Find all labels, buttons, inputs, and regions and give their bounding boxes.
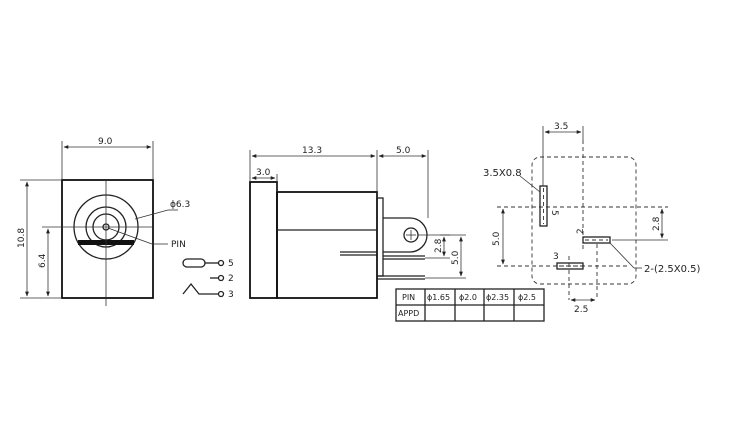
side-view: 13.3 5.0 3.0 2.8 5.0 — [249, 146, 466, 299]
table-header-165: ϕ1.65 — [427, 293, 450, 302]
pad-2 — [582, 236, 611, 244]
schematic-pin-5: 5 — [228, 259, 234, 269]
pin-schematic: 5 2 3 — [182, 258, 234, 300]
pcb-bottom-dim: 2.5 — [574, 305, 588, 315]
front-width-dim: 9.0 — [98, 137, 113, 147]
pad-3 — [556, 262, 584, 270]
table-header-25: ϕ2.5 — [518, 293, 536, 302]
side-tab-hole-dim: 2.8 — [434, 238, 444, 253]
table-header-20: ϕ2.0 — [459, 293, 477, 302]
front-height-dim: 10.8 — [17, 228, 27, 248]
schematic-pin-3: 3 — [228, 290, 234, 300]
front-view: 9.0 10.8 6.4 ϕ6.3 PIN — [17, 137, 190, 306]
pad-2-label: 2 — [576, 228, 586, 234]
pad-5 — [539, 185, 548, 227]
pad-5-label: 5 — [549, 210, 559, 216]
pin-label: PIN — [171, 240, 186, 250]
pad-3-label: 3 — [553, 252, 559, 262]
side-tab-dim: 5.0 — [396, 146, 411, 156]
table-header-235: ϕ2.35 — [486, 293, 509, 302]
table-header-pin: PIN — [402, 293, 415, 302]
front-body-outline — [61, 179, 154, 299]
pin-table: PIN ϕ1.65 ϕ2.0 ϕ2.35 ϕ2.5 APPD — [395, 288, 545, 322]
side-length-dim: 13.3 — [302, 146, 322, 156]
pcb-vertical-dim: 5.0 — [492, 231, 502, 246]
side-step-dim: 3.0 — [256, 168, 271, 178]
side-lead-dim: 5.0 — [451, 250, 461, 265]
side-front-step — [249, 181, 278, 299]
side-main-body — [276, 191, 378, 299]
pcb-pad-size: 3.5X0.8 — [483, 168, 522, 179]
front-center-dim: 6.4 — [38, 253, 48, 268]
pcb-top-dim: 3.5 — [554, 122, 568, 132]
pcb-layout: 5 2 3 3.5 3.5X0.8 5.0 2.8 2-(2.5X0.5) 2.… — [483, 122, 701, 315]
schematic-pin-body — [182, 258, 206, 268]
pcb-outline — [531, 156, 637, 285]
pcb-right-dim: 2.8 — [652, 216, 662, 231]
schematic-pin-2: 2 — [228, 274, 234, 284]
front-hole-dim: ϕ6.3 — [170, 200, 190, 210]
table-row-appd: APPD — [398, 309, 419, 318]
pcb-small-pad-size: 2-(2.5X0.5) — [644, 264, 701, 275]
